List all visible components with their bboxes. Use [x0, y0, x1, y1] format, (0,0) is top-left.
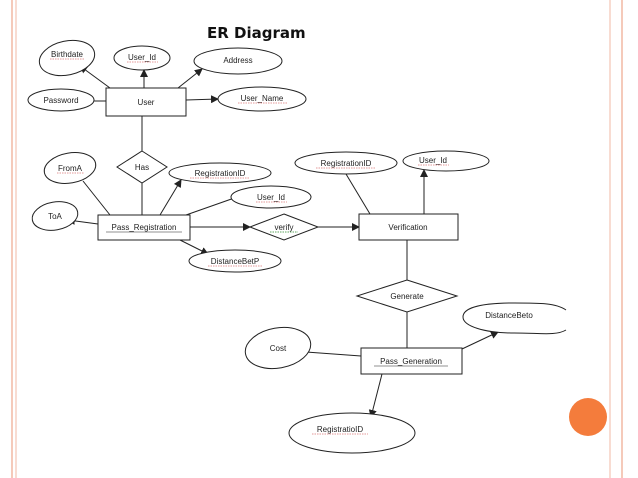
edge-passreg-distance — [179, 239, 209, 255]
relationship-generate: Generate — [355, 279, 459, 313]
entity-user: User — [105, 87, 187, 117]
edge-passreg-userid — [185, 194, 241, 216]
relationship-verify-label: verify — [274, 223, 293, 232]
attribute-user-id-mid: User_Id — [230, 185, 312, 209]
edge-passreg-froma — [82, 180, 111, 216]
edge-passreg-regid — [159, 179, 182, 216]
edge-user-birthdate — [79, 65, 111, 89]
attribute-registration-id-right: RegistrationID — [294, 151, 398, 175]
edge-passgen-distance — [461, 331, 499, 350]
attribute-user-id-right: User_Id — [402, 150, 490, 172]
attribute-to-a: ToA — [31, 201, 79, 231]
attribute-address: Address — [193, 47, 283, 75]
attribute-registration-id-left: RegistrationID — [168, 162, 272, 184]
relationship-has-label: Has — [135, 163, 149, 172]
edge-verification-regid — [345, 173, 371, 215]
entity-pass-registration-label: Pass_Registration — [112, 223, 177, 232]
relationship-has: Has — [116, 150, 168, 184]
attribute-distance-beto-label: DistanceBeto — [485, 311, 533, 320]
diagram-title: ER Diagram — [207, 24, 306, 42]
attribute-user-id-mid-label: User_Id — [257, 193, 285, 202]
attribute-to-a-label: ToA — [48, 212, 62, 221]
attribute-cost-label: Cost — [270, 344, 287, 353]
edge-passgen-cost — [305, 351, 362, 357]
attribute-password-label: Password — [43, 96, 78, 105]
attribute-cost: Cost — [244, 326, 312, 370]
attribute-address-label: Address — [223, 56, 252, 65]
relationship-generate-label: Generate — [390, 292, 424, 301]
attribute-birthdate-label: Birthdate — [51, 50, 84, 59]
attribute-from-a-label: FromA — [58, 164, 83, 173]
attribute-birthdate: Birthdate — [38, 39, 96, 77]
entity-user-label: User — [138, 98, 155, 107]
attribute-distance-betp-label: DistanceBetP — [211, 257, 259, 266]
entity-pass-registration: Pass_Registration — [97, 214, 191, 241]
edge-user-username — [185, 95, 219, 104]
entity-verification: Verification — [358, 213, 459, 241]
edge-user-address — [177, 68, 203, 89]
attribute-user-name-label: User_Name — [241, 94, 284, 103]
attribute-user-id-top-label: User_Id — [128, 53, 156, 62]
attribute-registratio-id-label: RegistratioID — [317, 425, 363, 434]
relationship-verify: verify — [248, 213, 320, 241]
attribute-user-id-top: User_Id — [113, 45, 171, 71]
attribute-user-id-right-label: User_Id — [419, 156, 447, 165]
attribute-registration-id-right-label: RegistrationID — [321, 159, 372, 168]
attribute-distance-beto: DistanceBeto — [462, 302, 567, 335]
attribute-password: Password — [27, 88, 95, 112]
attribute-registratio-id: RegistratioID — [288, 412, 416, 454]
attribute-distance-betp: DistanceBetP — [188, 249, 282, 273]
entity-pass-generation-label: Pass_Generation — [380, 357, 442, 366]
attribute-user-name: User_Name — [217, 86, 307, 112]
attribute-registration-id-left-label: RegistrationID — [195, 169, 246, 178]
attribute-from-a: FromA — [43, 152, 97, 184]
edge-passgen-regid — [368, 373, 383, 418]
entity-pass-generation: Pass_Generation — [360, 347, 463, 375]
entity-verification-label: Verification — [388, 223, 427, 232]
accent-circle — [569, 398, 607, 436]
